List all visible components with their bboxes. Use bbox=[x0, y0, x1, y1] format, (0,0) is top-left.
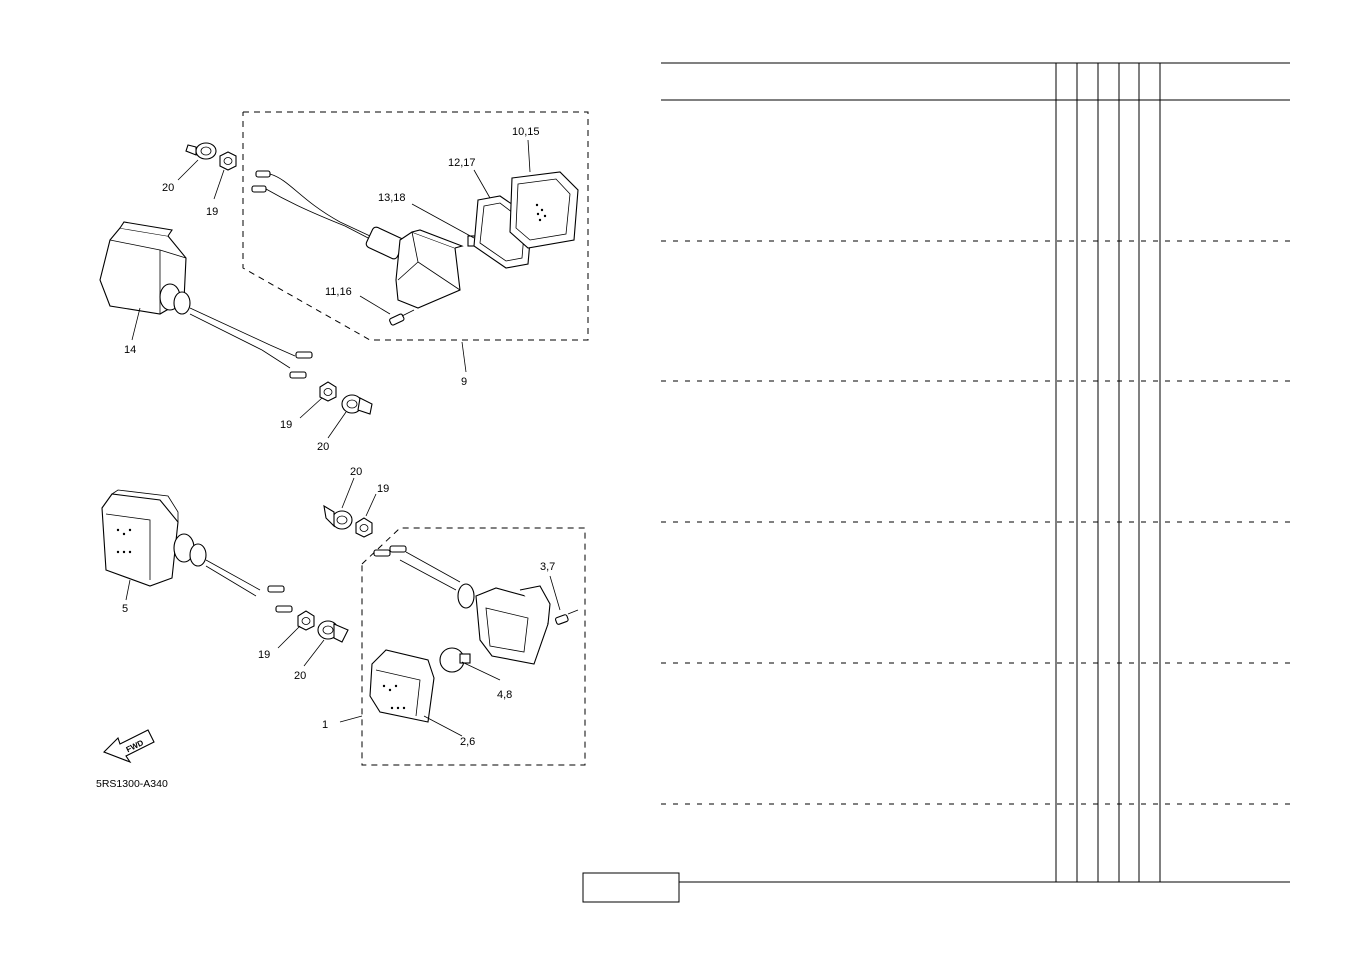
connector-pair-lower-left bbox=[267, 585, 293, 613]
nut-19-top bbox=[219, 151, 237, 171]
callout-20-mid: 20 bbox=[317, 441, 329, 453]
housing-lower-right bbox=[457, 583, 551, 665]
callout-19-lower: 19 bbox=[377, 483, 389, 495]
callout-19-bottom: 19 bbox=[258, 649, 270, 661]
connector-pair-left bbox=[261, 344, 313, 379]
nut-19-bottom bbox=[297, 610, 315, 631]
callout-9: 9 bbox=[461, 376, 467, 388]
leader-lines bbox=[125, 139, 561, 737]
bulb-4-8 bbox=[439, 647, 471, 673]
forward-arrow-icon: FWD bbox=[103, 729, 155, 764]
lens-2-6 bbox=[369, 649, 435, 723]
callout-14: 14 bbox=[124, 344, 136, 356]
turn-signal-body-upper-right bbox=[365, 226, 464, 309]
callout-13-18: 13,18 bbox=[378, 192, 406, 204]
nut-19-lower bbox=[355, 517, 373, 538]
grommet-20-mid bbox=[341, 394, 373, 415]
screw-3-7 bbox=[555, 609, 579, 625]
drawing-code: 5RS1300-A340 bbox=[96, 778, 168, 790]
grommet-20-bottom bbox=[317, 620, 349, 643]
callout-2-6: 2,6 bbox=[460, 736, 475, 748]
connector-pair-top-right bbox=[251, 170, 346, 227]
assembly-9-boundary bbox=[242, 111, 589, 341]
grommet-20-top bbox=[185, 142, 217, 160]
lens-10-15 bbox=[509, 171, 579, 249]
turn-signal-body-5 bbox=[101, 489, 261, 597]
callout-4-8: 4,8 bbox=[497, 689, 512, 701]
callout-20-bottom: 20 bbox=[294, 670, 306, 682]
parts-table bbox=[582, 62, 1290, 903]
callout-11-16: 11,16 bbox=[325, 286, 352, 298]
assembly-1-boundary bbox=[361, 527, 586, 766]
connector-pair-lower-right bbox=[373, 545, 461, 591]
screw-11-16 bbox=[389, 309, 415, 326]
callout-19-mid: 19 bbox=[280, 419, 292, 431]
callout-20-top: 20 bbox=[162, 182, 174, 194]
callout-19-top: 19 bbox=[206, 206, 218, 218]
callout-10-15: 10,15 bbox=[512, 126, 540, 138]
callout-3-7: 3,7 bbox=[540, 561, 555, 573]
callout-12-17: 12,17 bbox=[448, 157, 476, 169]
page-number-box bbox=[582, 872, 680, 903]
callout-5: 5 bbox=[122, 603, 128, 615]
callout-1: 1 bbox=[322, 719, 328, 731]
callout-20-lower: 20 bbox=[350, 466, 362, 478]
turn-signal-body-14 bbox=[99, 221, 271, 351]
nut-19-mid bbox=[319, 381, 337, 402]
grommet-20-lower bbox=[323, 504, 353, 530]
